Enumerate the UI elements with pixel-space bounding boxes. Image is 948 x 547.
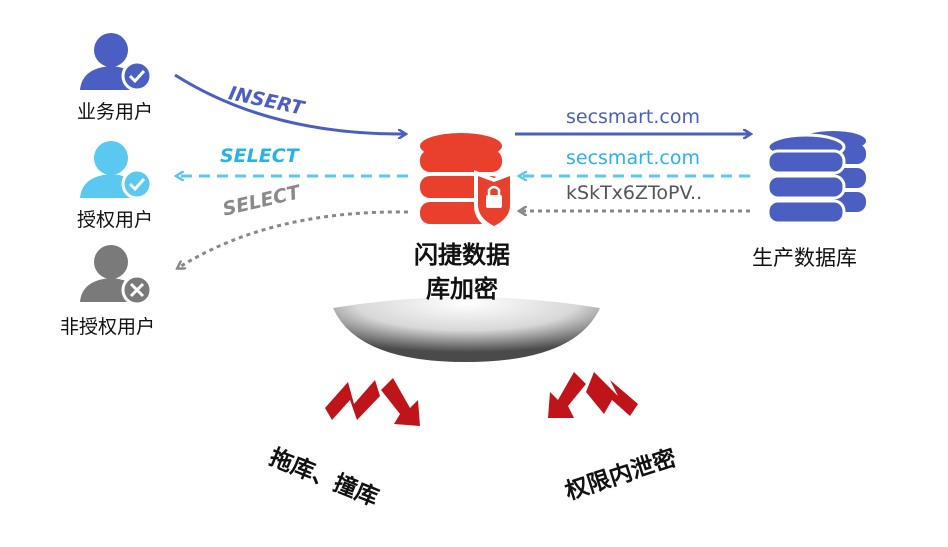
protection-bowl <box>333 297 600 362</box>
authorized-user-label: 授权用户 <box>77 209 154 231</box>
business-user-label: 业务用户 <box>77 101 154 123</box>
core-title: 闪捷数据 库加密 <box>400 238 524 306</box>
blocked-arrows-right-icon <box>548 372 638 418</box>
core-title-line2: 库加密 <box>426 275 498 303</box>
to-production-label: secsmart.com <box>566 106 700 128</box>
database-lock-icon <box>420 133 514 232</box>
from-production-plain-label: secsmart.com <box>566 147 700 169</box>
authorized-user-icon <box>80 141 153 200</box>
select-authorized-label: SELECT <box>220 145 299 167</box>
insert-arrow <box>174 73 405 134</box>
unauthorized-user-label: 非授权用户 <box>60 316 156 338</box>
select-unauthorized-arrow <box>178 210 409 268</box>
production-db-label: 生产数据库 <box>752 246 857 270</box>
database-stack-icon <box>766 131 866 225</box>
core-title-line1: 闪捷数据 <box>414 241 510 269</box>
blocked-arrows-left-icon <box>325 378 420 426</box>
business-user-icon <box>80 33 153 92</box>
from-production-cipher-label: kSkTx6ZToPV.. <box>566 182 703 204</box>
unauthorized-user-icon <box>80 245 153 306</box>
